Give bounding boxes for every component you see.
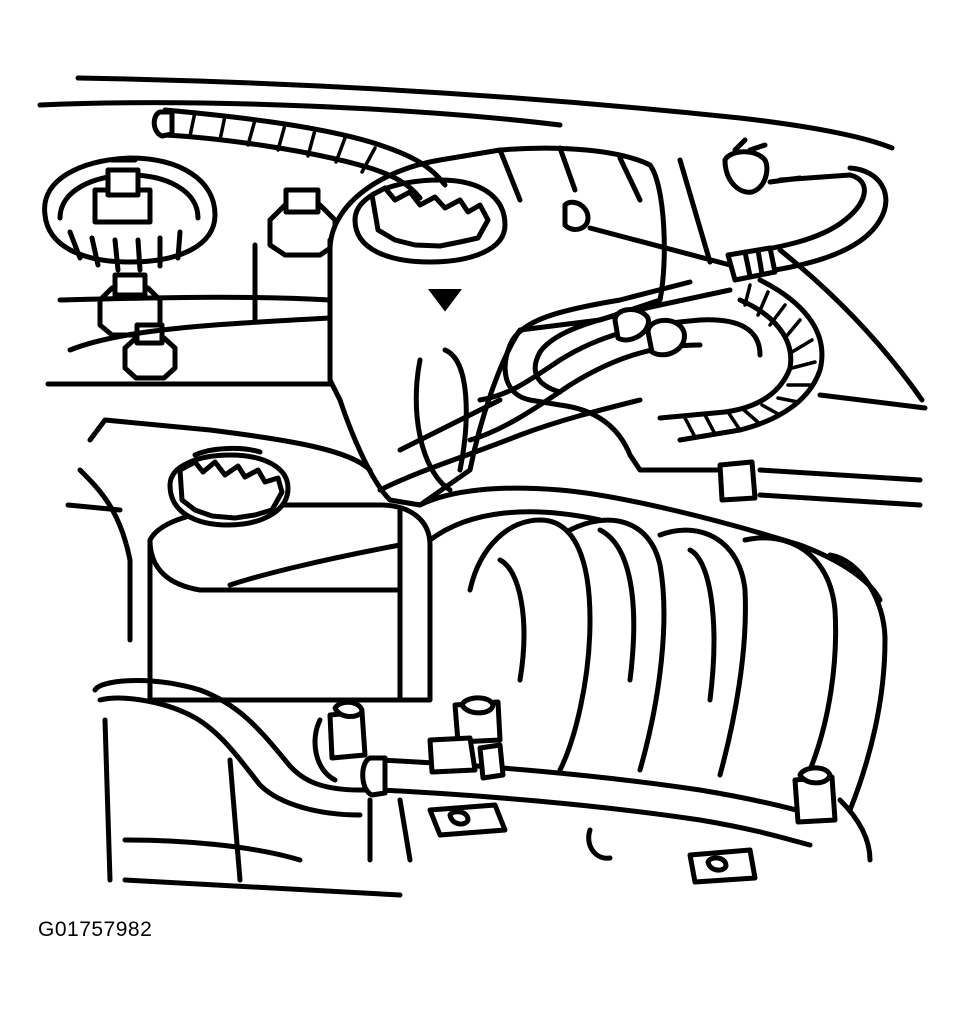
injector-bosses	[312, 695, 873, 863]
brake-fluid-reservoir	[147, 445, 433, 703]
tube-bundle	[377, 279, 923, 508]
shock-tower-mount	[42, 155, 218, 273]
upper-hose	[151, 107, 448, 201]
coolant-reservoir	[327, 145, 667, 508]
fender-panel	[65, 417, 403, 898]
right-hose-assembly	[587, 137, 889, 283]
intake-manifold	[417, 485, 888, 813]
mount-nuts	[57, 187, 338, 381]
fuel-rail	[360, 755, 833, 885]
figure-id-label: G01757982	[38, 918, 153, 941]
wrapped-hose	[657, 277, 825, 443]
